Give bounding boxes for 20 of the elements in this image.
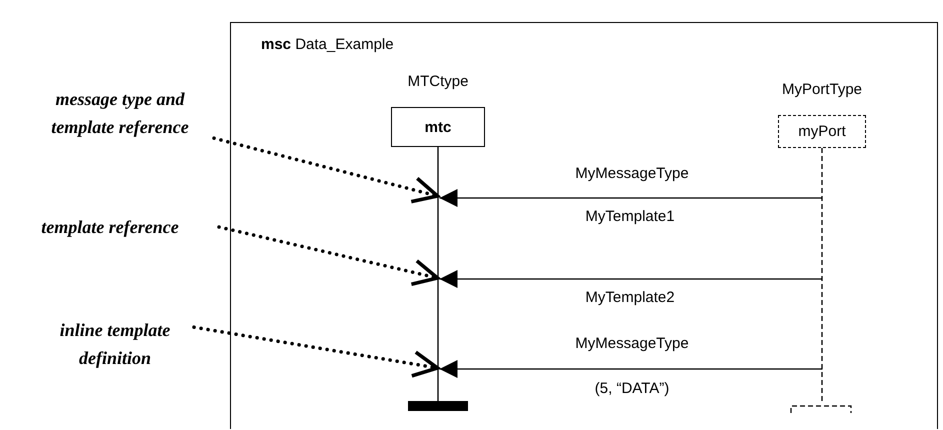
- message-arrow: [440, 270, 822, 288]
- message-arrow: [440, 189, 822, 207]
- annotation-text: template reference: [5, 213, 215, 241]
- instance-type-label: MyPortType: [782, 81, 862, 98]
- leader-line: [192, 325, 440, 378]
- frame-title: msc Data_Example: [261, 36, 394, 53]
- leader-line: [212, 136, 440, 204]
- instance-box: myPort: [778, 115, 866, 148]
- message-label: MyMessageType: [575, 335, 689, 352]
- message-parameter-label: (5, “DATA”): [594, 380, 670, 397]
- instance-box: mtc: [391, 107, 485, 147]
- msc-frame: [230, 22, 938, 429]
- message-arrow: [440, 360, 822, 378]
- message-parameter-label: MyTemplate1: [585, 208, 675, 225]
- annotation-text: inline template definition: [40, 316, 190, 372]
- message-label: MyTemplate2: [585, 289, 675, 306]
- message-label: MyMessageType: [575, 165, 689, 182]
- instance-type-label: MTCtype: [408, 73, 468, 90]
- annotation-text: message type and template reference: [30, 85, 210, 141]
- leader-line: [217, 225, 440, 286]
